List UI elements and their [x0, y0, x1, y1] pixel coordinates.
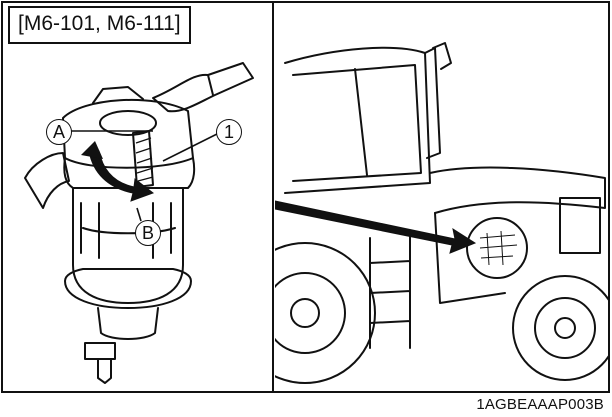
- retaining-ring: [64, 268, 192, 309]
- callout-a: A: [46, 119, 72, 145]
- rear-wheel: [275, 242, 376, 384]
- figure-id: 1AGBEAAAP003B: [476, 396, 604, 413]
- left-hose: [24, 152, 70, 209]
- filter-bowl: [72, 187, 184, 304]
- filter-location-circle: [466, 217, 528, 279]
- location-arrow: [275, 200, 477, 254]
- exhaust-pipe: [424, 47, 441, 159]
- front-wheel: [512, 275, 608, 381]
- hood: [429, 166, 606, 214]
- fuel-hose: [152, 62, 254, 113]
- step-ladder: [369, 234, 411, 349]
- right-panel-drawing: [275, 42, 608, 384]
- callout-one: 1: [216, 119, 242, 145]
- left-panel-drawing: [24, 62, 254, 384]
- callout-b: B: [135, 220, 161, 246]
- figure-frame: [1, 1, 610, 393]
- drain-plug: [84, 342, 116, 360]
- model-label: [M6-101, M6-111]: [8, 6, 191, 44]
- rotation-arrow: [88, 150, 155, 202]
- panel-divider: [272, 1, 274, 393]
